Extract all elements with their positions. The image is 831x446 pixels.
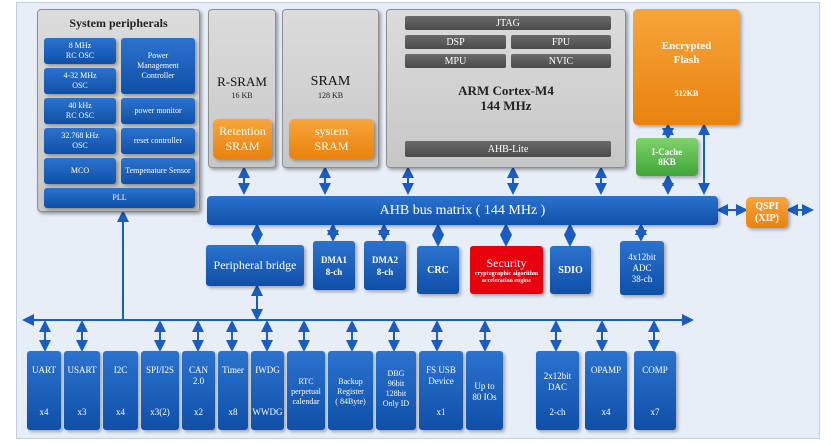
- sram-panel: SRAM 128 KB system SRAM: [282, 9, 379, 168]
- osc-32khz-block: 32.768 kHz OSC: [44, 128, 116, 154]
- can-block: CAN 2.0 x2: [182, 351, 215, 430]
- ahb-bus-matrix: AHB bus matrix ( 144 MHz ): [207, 196, 718, 225]
- arm-core-panel: JTAG DSP FPU MPU NVIC ARM Cortex-M4 144 …: [386, 9, 626, 168]
- comp-label: COMP: [642, 365, 668, 375]
- security-title: Security: [486, 255, 527, 270]
- io-label: Up to 80 IOs: [472, 381, 497, 402]
- osc-40khz-block: 40 kHz RC OSC: [44, 98, 116, 124]
- i2c-count: x4: [116, 407, 125, 417]
- fs-usb-label: FS USB Device: [426, 365, 456, 386]
- mpu-block: MPU: [405, 54, 506, 68]
- io-block: Up to 80 IOs: [466, 351, 503, 430]
- encrypted-flash-block: Encrypted Flash 512KB: [633, 9, 740, 125]
- power-monitor-block: power monitor: [121, 98, 195, 124]
- comp-block: COMP x7: [634, 351, 676, 430]
- i2c-label: I2C: [113, 365, 128, 375]
- spi-i2s-count: x3(2): [150, 407, 170, 417]
- fpu-block: FPU: [511, 35, 611, 49]
- rsram-size: 16 KB: [231, 91, 253, 100]
- rtc-label: RTC perpetual calendar: [291, 377, 321, 406]
- timer-count: x8: [228, 407, 238, 417]
- sdio-block: SDIO: [550, 246, 591, 294]
- core-frequency: 144 MHz: [480, 98, 532, 113]
- opamp-count: x4: [601, 407, 611, 417]
- sram-size: 128 KB: [317, 91, 344, 100]
- dma1-block: DMA1 8-ch: [313, 241, 355, 290]
- rsram-title: R-SRAM: [217, 74, 267, 89]
- can-count: x2: [194, 407, 203, 417]
- comp-count: x7: [650, 407, 660, 417]
- system-peripherals-panel: System peripherals 8 MHz RC OSC 4-32 MHz…: [37, 9, 200, 212]
- dma2-block: DMA2 8-ch: [364, 241, 406, 290]
- wwdg-label: WWDG: [252, 407, 283, 417]
- uart-label: UART: [32, 365, 56, 375]
- dbg-block: DBG 96bit 128bit Only ID: [376, 351, 416, 430]
- dac-block: 2x12bit DAC 2-ch: [536, 351, 579, 430]
- opamp-label: OPAMP: [590, 365, 622, 375]
- iwdg-label: IWDG: [255, 365, 280, 375]
- timer-block: Timer x8: [218, 351, 248, 430]
- usart-count: x3: [77, 407, 87, 417]
- timer-label: Timer: [222, 365, 244, 375]
- jtag-block: JTAG: [405, 16, 611, 30]
- adc-block: 4x12bit ADC 38-ch: [620, 241, 664, 295]
- dbg-label: DBG 96bit 128bit Only ID: [382, 369, 410, 408]
- spi-i2s-block: SPI/I2S x3(2): [141, 351, 179, 430]
- dac-count: 2-ch: [549, 407, 566, 417]
- reset-controller-block: reset controller: [121, 128, 195, 154]
- osc-8mhz-block: 8 MHz RC OSC: [44, 38, 116, 64]
- spi-i2s-label: SPI/I2S: [145, 365, 174, 375]
- flash-size: 512KB: [674, 89, 699, 98]
- peripheral-bridge-block: Peripheral bridge: [206, 245, 304, 286]
- dsp-block: DSP: [405, 35, 506, 49]
- pll-block: PLL: [44, 188, 195, 208]
- usart-block: USART x3: [64, 351, 100, 430]
- backup-register-label: Backup Register ( 84Byte): [335, 377, 366, 406]
- dac-label: 2x12bit DAC: [543, 371, 572, 392]
- system-sram-block: system SRAM: [289, 119, 374, 159]
- icache-size: 8KB: [658, 157, 676, 167]
- uart-block: UART x4: [27, 351, 61, 430]
- crc-block: CRC: [417, 246, 459, 294]
- sram-title: SRAM: [310, 74, 351, 89]
- flash-title: Encrypted Flash: [661, 40, 712, 66]
- uart-count: x4: [39, 407, 49, 417]
- backup-register-block: Backup Register ( 84Byte): [328, 351, 373, 430]
- i2c-block: I2C x4: [103, 351, 138, 430]
- system-peripherals-title: System peripherals: [69, 16, 168, 30]
- mco-block: MCO: [44, 158, 116, 184]
- can-label: CAN 2.0: [188, 365, 208, 386]
- power-management-controller-block: Power Management Controller: [121, 38, 195, 94]
- fs-usb-count: x1: [436, 407, 446, 417]
- core-title: ARM Cortex-M4: [458, 83, 554, 98]
- icache-block: I-Cache 8KB: [636, 138, 698, 176]
- opamp-block: OPAMP x4: [585, 351, 627, 430]
- retention-sram-block: Retention SRAM: [213, 119, 272, 159]
- temperature-sensor-block: Tempenature Sensor: [121, 158, 195, 184]
- security-subtitle: cryptographic algorithm acceleration eng…: [474, 270, 539, 284]
- osc-4-32mhz-block: 4-32 MHz OSC: [44, 68, 116, 94]
- iwdg-wwdg-block: IWDG WWDG: [251, 351, 284, 430]
- usart-label: USART: [67, 365, 97, 375]
- nvic-block: NVIC: [511, 54, 611, 68]
- ahb-lite-block: AHB-Lite: [405, 141, 611, 157]
- rsram-panel: R-SRAM 16 KB Retention SRAM: [208, 9, 276, 168]
- qspi-block: QSPI (XIP): [746, 197, 788, 228]
- security-block: Security cryptographic algorithm acceler…: [470, 246, 543, 294]
- fs-usb-block: FS USB Device x1: [419, 351, 463, 430]
- icache-title: I-Cache: [651, 147, 683, 157]
- rtc-block: RTC perpetual calendar: [287, 351, 325, 430]
